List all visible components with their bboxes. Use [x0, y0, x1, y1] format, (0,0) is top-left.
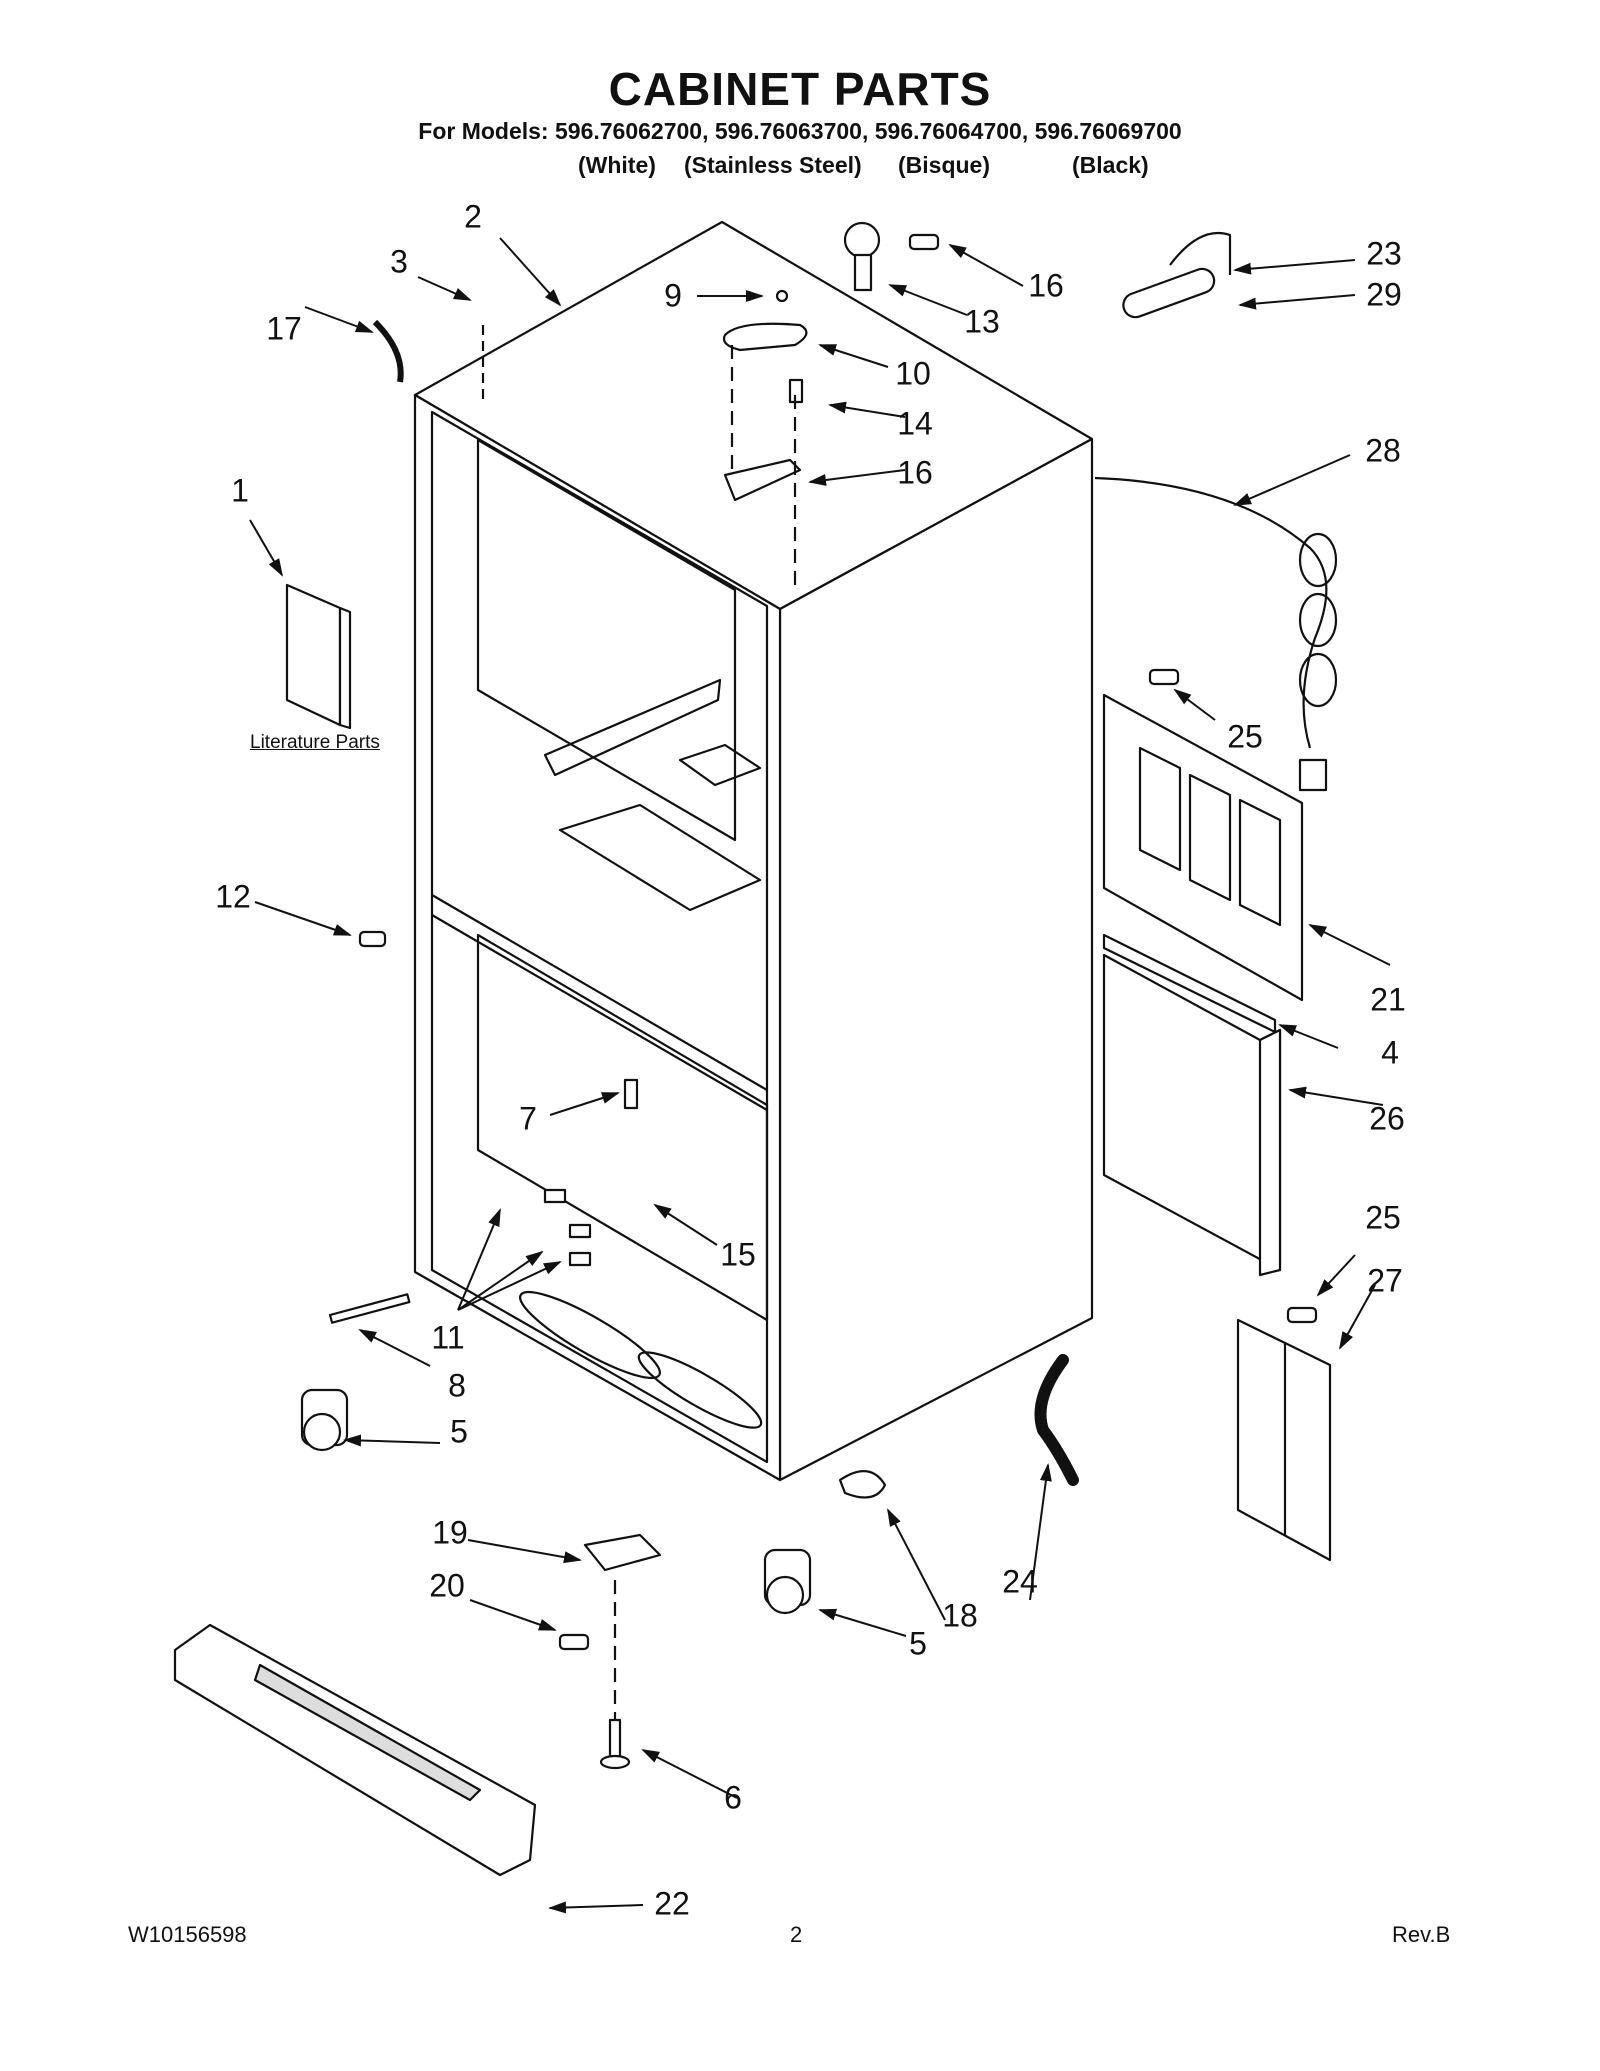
callout-18: 18 [942, 1597, 978, 1634]
callout-27: 27 [1367, 1262, 1403, 1299]
callout-28: 28 [1365, 432, 1401, 469]
callout-17: 17 [266, 310, 302, 347]
callout-4: 4 [1381, 1034, 1399, 1071]
screws [328, 233, 1318, 1651]
callout-23: 23 [1366, 235, 1402, 272]
callout-5b: 5 [909, 1625, 927, 1662]
callout-20: 20 [429, 1567, 465, 1604]
callout-13: 13 [964, 303, 1000, 340]
caster-front [763, 1548, 812, 1615]
callout-2: 2 [464, 198, 482, 235]
callout-16: 16 [1028, 267, 1064, 304]
callout-3: 3 [390, 243, 408, 280]
tube-clip [838, 1470, 887, 1499]
variant-white: (White) [578, 152, 656, 178]
callout-29: 29 [1366, 276, 1402, 313]
callout-8: 8 [448, 1367, 466, 1404]
leader-lines [249, 237, 1391, 1914]
cabinet-body [413, 220, 1094, 1482]
callout-12: 12 [215, 878, 251, 915]
callout-1: 1 [231, 472, 249, 509]
model-list: For Models: 596.76062700, 596.76063700, … [418, 118, 1182, 144]
callout-25: 25 [1227, 718, 1263, 755]
power-cord [1094, 476, 1338, 792]
literature-parts-label: Literature Parts [250, 732, 380, 753]
rear-access-panel [1102, 693, 1304, 1002]
callout-26: 26 [1369, 1100, 1405, 1137]
callout-22: 22 [654, 1885, 690, 1922]
callout-7: 7 [519, 1100, 537, 1137]
callout-9: 9 [664, 277, 682, 314]
variant-stainless: (Stainless Steel) [684, 152, 862, 178]
cover-panel [1102, 953, 1282, 1277]
toe-grille [173, 1623, 537, 1877]
variant-black: (Black) [1072, 152, 1149, 178]
top-hinge [722, 289, 808, 590]
document-number: W10156598 [128, 1922, 247, 1947]
water-valve [1122, 231, 1232, 319]
callout-21: 21 [1370, 981, 1406, 1018]
callout-11: 11 [431, 1319, 465, 1356]
variant-bisque: (Bisque) [898, 152, 990, 178]
leveling-leg [608, 1718, 622, 1762]
page-number: 2 [790, 1922, 803, 1947]
hinge-plug [843, 221, 881, 292]
callout-10: 10 [895, 355, 931, 392]
literature-booklet [285, 583, 352, 730]
tape-strip [372, 319, 404, 383]
leveling-bracket [583, 1533, 662, 1572]
callout-5: 5 [450, 1413, 468, 1450]
callout-25b: 25 [1365, 1199, 1401, 1236]
callout-14: 14 [897, 405, 933, 442]
caster-rear [300, 1388, 349, 1452]
callout-19: 19 [432, 1514, 468, 1551]
callout-15: 15 [720, 1236, 756, 1273]
callout-16b: 16 [897, 454, 933, 491]
revision-label: Rev.B [1392, 1922, 1451, 1947]
drain-tube [1034, 1354, 1079, 1486]
page-title: CABINET PARTS [608, 63, 992, 115]
callout-6: 6 [724, 1779, 742, 1816]
callout-24: 24 [1002, 1563, 1038, 1600]
